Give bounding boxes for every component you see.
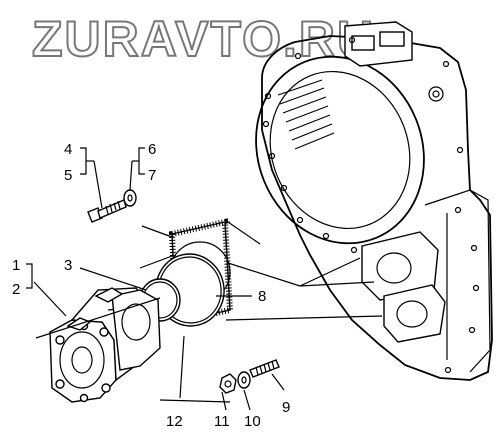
leader-to-housing-upper-2: [299, 257, 361, 287]
leader-10: [243, 389, 251, 411]
callout-4: 4: [64, 141, 72, 158]
leader-pump-ring: [35, 297, 161, 339]
leader-pump-gasket: [139, 255, 173, 269]
callout-3: 3: [64, 257, 72, 274]
bracket-4-5: [80, 147, 87, 175]
callout-8: 8: [258, 288, 266, 305]
leader-3: [79, 267, 147, 291]
leader-gasket-housing: [227, 221, 261, 245]
watermark-text: ZURAVTO.RU: [32, 11, 375, 67]
callout-7: 7: [148, 167, 156, 184]
washer-part-6: [123, 189, 137, 207]
leader-bolt-callout: [93, 160, 103, 209]
bolt-part-4: [87, 199, 127, 223]
leader-washer-callout: [129, 160, 133, 191]
leader-12: [179, 335, 185, 399]
callout-10: 10: [244, 413, 261, 430]
leader-to-housing-lower: [225, 315, 383, 321]
callout-5: 5: [64, 167, 72, 184]
leader-to-housing-mid: [299, 281, 375, 287]
bracket-6-7: [138, 147, 145, 175]
callout-12: 12: [166, 413, 183, 430]
callout-9: 9: [282, 399, 290, 416]
washer-part-10: [237, 371, 251, 389]
callout-11: 11: [214, 413, 230, 430]
hydraulic-pump-part-1: [49, 287, 161, 403]
bracket-1-2: [26, 263, 33, 289]
stud-part-9: [249, 359, 280, 378]
housing: [255, 21, 493, 381]
leader-base: [159, 399, 231, 403]
callout-1: 1: [12, 257, 20, 274]
callout-2: 2: [12, 281, 20, 298]
leader-to-housing-upper: [227, 262, 301, 287]
callout-6: 6: [148, 141, 156, 158]
leader-pump: [33, 281, 67, 317]
nut-part-11: [219, 373, 237, 394]
leader-11: [221, 391, 227, 411]
leader-9: [271, 373, 285, 391]
